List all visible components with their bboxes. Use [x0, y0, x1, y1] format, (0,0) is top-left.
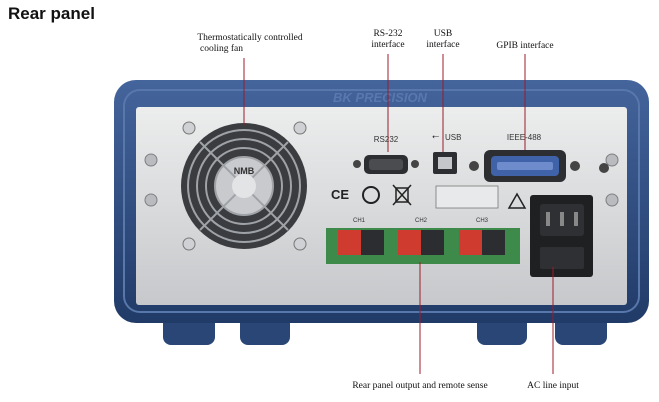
callout-cooling-fan: Thermostatically controlled cooling fan — [190, 33, 310, 55]
usb-port-label: USB — [445, 133, 461, 142]
ch1-label: CH1 — [353, 218, 366, 224]
callout-output-text: Rear panel output and remote sense — [352, 381, 488, 391]
channel-labels: CH1 CH2 CH3 — [353, 218, 489, 224]
callout-lines — [243, 54, 554, 374]
ieee-port-label: IEEE-488 — [507, 133, 542, 142]
callout-usb-line2: interface — [426, 40, 460, 50]
callout-usb: USB interface — [418, 29, 468, 51]
compliance-mark-icon — [362, 186, 380, 204]
ch2-label: CH2 — [415, 218, 428, 224]
ch3-label: CH3 — [476, 218, 489, 224]
usb-port — [433, 152, 457, 174]
ac-inlet — [530, 195, 593, 277]
ground-screw — [599, 163, 609, 173]
callout-rs232-line2: interface — [371, 40, 405, 50]
callout-ac-text: AC line input — [527, 381, 579, 391]
callout-ac-line: AC line input — [513, 381, 593, 392]
callout-gpib: GPIB interface — [480, 41, 570, 52]
gpib-port — [469, 150, 580, 182]
callout-usb-line1: USB — [433, 29, 453, 39]
rs232-port-label: RS232 — [374, 135, 399, 144]
callout-output: Rear panel output and remote sense — [340, 381, 500, 392]
output-terminals — [326, 228, 520, 264]
rating-label — [435, 185, 499, 209]
callout-rs232-line1: RS-232 — [373, 29, 403, 39]
callout-gpib-text: GPIB interface — [496, 41, 554, 51]
usb-symbol-icon: ⭠ — [432, 132, 439, 142]
panel-screws — [144, 153, 619, 207]
ce-mark: CE — [331, 187, 349, 202]
page-title: Rear panel — [8, 4, 95, 23]
fan-logo: NMB — [234, 166, 255, 176]
weee-bin-icon — [392, 184, 412, 206]
callout-fan-line2: cooling fan — [200, 44, 244, 54]
callout-rs232: RS-232 interface — [363, 29, 413, 51]
cooling-fan: NMB — [181, 121, 307, 251]
warning-triangle-icon — [507, 192, 527, 209]
callout-fan-line1: Thermostatically controlled — [197, 33, 303, 43]
rs232-port — [353, 155, 419, 174]
brand-logo: BK PRECISION — [333, 90, 428, 105]
